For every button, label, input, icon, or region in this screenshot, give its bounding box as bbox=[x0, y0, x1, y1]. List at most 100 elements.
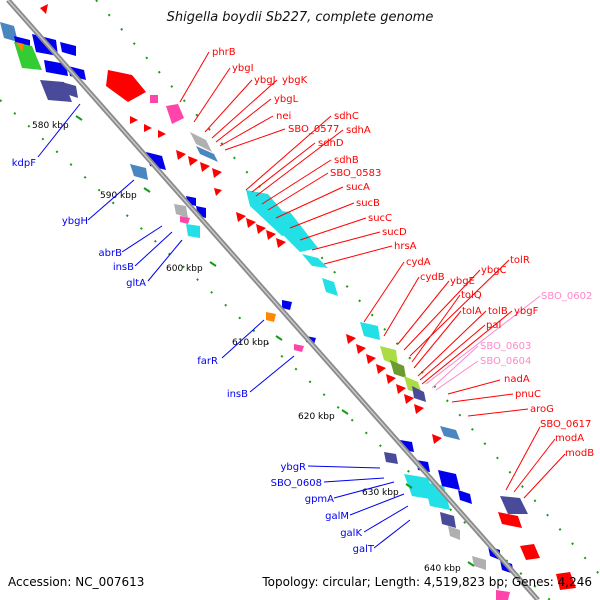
feature-arrow bbox=[0, 22, 18, 42]
feature-arrow bbox=[380, 346, 398, 366]
gene-labels-right: phrB ybgI ybgJ ybgK ybgL nei SBO_0577 sd… bbox=[212, 47, 594, 459]
kbp-labels: 580 kbp 590 kbp 600 kbp 610 kbp 620 kbp … bbox=[32, 121, 461, 574]
feature-arrow bbox=[196, 146, 218, 162]
gene-label: sucD bbox=[382, 227, 407, 238]
feature-arrow bbox=[302, 254, 328, 268]
gene-label: pal bbox=[486, 320, 501, 331]
gene-label: kdpF bbox=[12, 158, 36, 169]
gene-label: aroG bbox=[530, 404, 554, 415]
gene-label: hrsA bbox=[394, 241, 417, 252]
gene-label: sdhC bbox=[334, 111, 359, 122]
gene-label: ybgC bbox=[481, 265, 507, 276]
gene-label: tolB bbox=[488, 306, 508, 317]
gene-label: modB bbox=[565, 448, 594, 459]
gene-label: SBO_0604 bbox=[480, 356, 531, 367]
feature-arrow bbox=[62, 82, 78, 98]
feature-arrow bbox=[424, 482, 450, 510]
gene-label: SBO_0603 bbox=[480, 341, 531, 352]
feature-arrow bbox=[186, 224, 200, 238]
feature-box bbox=[150, 95, 158, 103]
gene-label: insB bbox=[227, 389, 248, 400]
gene-label: ybgF bbox=[514, 306, 539, 317]
gene-label: ybgK bbox=[282, 75, 308, 86]
gene-leaders-right bbox=[179, 51, 566, 499]
kbp-label: 600 kbp bbox=[166, 264, 203, 274]
feature-arrow bbox=[556, 572, 576, 590]
gene-label: sdhB bbox=[334, 155, 359, 166]
outer-tick-track bbox=[95, 0, 600, 576]
gene-label: galK bbox=[340, 528, 362, 539]
feature-arrow bbox=[390, 360, 406, 378]
gene-label: galM bbox=[325, 511, 349, 522]
gene-label: ybgL bbox=[274, 94, 299, 105]
feature-arrow bbox=[60, 42, 76, 56]
feature-arrow bbox=[16, 42, 24, 52]
gene-label: ybgJ bbox=[254, 75, 276, 86]
gene-label: SBO_0617 bbox=[540, 419, 591, 430]
genome-backbone bbox=[6, 0, 540, 600]
gene-label: ybgE bbox=[450, 276, 475, 287]
feature-arrow bbox=[472, 556, 486, 570]
feature-arrow bbox=[322, 278, 338, 296]
kbp-label: 620 kbp bbox=[298, 412, 335, 422]
kbp-ticks bbox=[75, 115, 475, 567]
feature-arrow bbox=[180, 216, 190, 224]
gene-label: sdhD bbox=[318, 138, 344, 149]
map-title: Shigella boydii Sb227, complete genome bbox=[166, 10, 434, 25]
gene-label: cydB bbox=[420, 272, 445, 283]
genome-summary-text: Topology: circular; Length: 4,519,823 bp… bbox=[262, 575, 592, 589]
feature-arrow bbox=[166, 104, 184, 124]
gene-label: sucB bbox=[356, 198, 380, 209]
feature-arrow bbox=[438, 470, 460, 490]
feature-arrow bbox=[448, 526, 460, 540]
inner-strand-features bbox=[0, 22, 514, 600]
gene-label: nei bbox=[276, 111, 291, 122]
gene-label: SBO_0602 bbox=[541, 291, 592, 302]
gene-label: insB bbox=[113, 262, 134, 273]
kbp-label: 580 kbp bbox=[32, 121, 69, 131]
feature-arrow bbox=[282, 300, 292, 310]
gene-label: pnuC bbox=[515, 389, 541, 400]
gene-label: SBO_0577 bbox=[288, 124, 339, 135]
feature-arrow bbox=[500, 496, 528, 514]
feature-arrow bbox=[440, 512, 456, 528]
feature-arrow bbox=[130, 164, 148, 180]
feature-arrow bbox=[174, 204, 188, 218]
kbp-label: 590 kbp bbox=[100, 191, 137, 201]
feature-arrow bbox=[360, 322, 380, 340]
feature-arrow bbox=[458, 490, 472, 504]
gene-label: sdhA bbox=[346, 125, 371, 136]
gene-label: gpmA bbox=[305, 494, 334, 505]
gene-label: SBO_0583 bbox=[330, 168, 381, 179]
outer-strand-features bbox=[40, 4, 576, 590]
gene-label: sucC bbox=[368, 213, 392, 224]
feature-arrow bbox=[266, 312, 276, 322]
feature-arrow bbox=[106, 70, 146, 102]
gene-label: sucA bbox=[346, 182, 370, 193]
gene-label: phrB bbox=[212, 47, 236, 58]
feature-arrow bbox=[496, 590, 510, 600]
inner-tick-track bbox=[0, 99, 551, 600]
gene-label: farR bbox=[197, 356, 218, 367]
gene-labels-left: kdpF ybgH abrB insB gltA farR insB ybgR … bbox=[12, 158, 375, 555]
kbp-label: 640 kbp bbox=[424, 564, 461, 574]
gene-leaders-left bbox=[37, 103, 411, 549]
gene-label: ybgH bbox=[62, 216, 88, 227]
accession-text: Accession: NC_007613 bbox=[8, 575, 145, 589]
gene-label: tolR bbox=[510, 255, 530, 266]
feature-arrow bbox=[412, 386, 426, 402]
feature-arrow bbox=[498, 512, 522, 528]
gene-label: tolQ bbox=[461, 290, 482, 301]
gene-label: nadA bbox=[504, 374, 530, 385]
feature-arrow bbox=[440, 426, 460, 440]
gene-label: gltA bbox=[126, 278, 146, 289]
gene-label: ybgR bbox=[280, 462, 306, 473]
feature-arrow bbox=[294, 344, 304, 352]
kbp-label: 610 kbp bbox=[232, 338, 269, 348]
feature-arrow bbox=[520, 544, 540, 560]
gene-label: cydA bbox=[406, 257, 431, 268]
gene-label: tolA bbox=[462, 306, 482, 317]
outer-red-arrowheads bbox=[130, 116, 442, 444]
kbp-label: 630 kbp bbox=[362, 488, 399, 498]
